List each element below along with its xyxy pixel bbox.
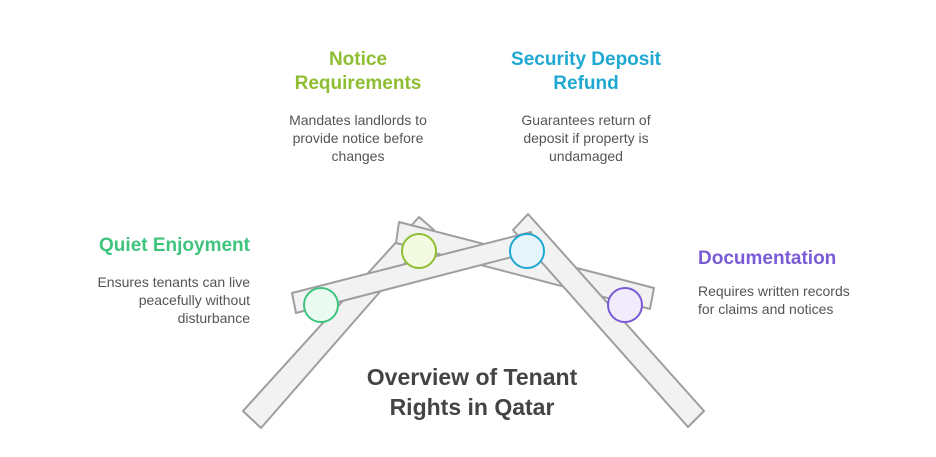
node-documentation bbox=[607, 287, 643, 323]
diagram-title: Overview of Tenant Rights in Qatar bbox=[322, 362, 622, 422]
documentation-description: Requires written records for claims and … bbox=[698, 282, 918, 318]
documentation-description-line-2: for claims and notices bbox=[698, 301, 834, 317]
notice-requirements-description-line-2: provide notice before bbox=[292, 130, 424, 146]
diagram-title-line-2: Rights in Qatar bbox=[389, 394, 555, 420]
notice-requirements-heading-line-1: Notice bbox=[328, 49, 388, 70]
quiet-enjoyment-description-line-2: peacefully without bbox=[138, 292, 250, 308]
beam-right-leg bbox=[512, 213, 705, 428]
documentation-description-line-1: Requires written records bbox=[698, 283, 850, 299]
node-quiet-enjoyment bbox=[303, 287, 339, 323]
documentation-heading-line-1: Documentation bbox=[698, 248, 837, 269]
notice-requirements-description-line-3: changes bbox=[331, 148, 385, 164]
security-deposit-refund-heading-line-2: Refund bbox=[553, 73, 619, 94]
security-deposit-refund-description-line-1: Guarantees return of bbox=[521, 112, 651, 128]
security-deposit-refund-heading: Security Deposit Refund bbox=[476, 48, 696, 96]
quiet-enjoyment-description: Ensures tenants can live peacefully with… bbox=[40, 273, 250, 327]
security-deposit-refund-description-line-2: deposit if property is bbox=[523, 130, 649, 146]
notice-requirements-description: Mandates landlords to provide notice bef… bbox=[258, 111, 458, 165]
quiet-enjoyment-heading: Quiet Enjoyment bbox=[40, 234, 250, 258]
documentation-heading: Documentation bbox=[698, 247, 918, 271]
diagram-title-line-1: Overview of Tenant bbox=[366, 364, 578, 390]
quiet-enjoyment-heading-line-1: Quiet Enjoyment bbox=[99, 235, 250, 256]
notice-requirements-heading-line-2: Requirements bbox=[294, 73, 422, 94]
notice-requirements-description-line-1: Mandates landlords to bbox=[289, 112, 427, 128]
node-security-deposit-refund bbox=[509, 233, 545, 269]
quiet-enjoyment-description-line-1: Ensures tenants can live bbox=[97, 274, 250, 290]
security-deposit-refund-description-line-3: undamaged bbox=[549, 148, 623, 164]
security-deposit-refund-heading-line-1: Security Deposit bbox=[511, 49, 661, 70]
node-notice-requirements bbox=[401, 233, 437, 269]
quiet-enjoyment-description-line-3: disturbance bbox=[177, 310, 250, 326]
notice-requirements-heading: Notice Requirements bbox=[258, 48, 458, 96]
security-deposit-refund-description: Guarantees return of deposit if property… bbox=[486, 111, 686, 165]
nodes bbox=[303, 233, 643, 323]
